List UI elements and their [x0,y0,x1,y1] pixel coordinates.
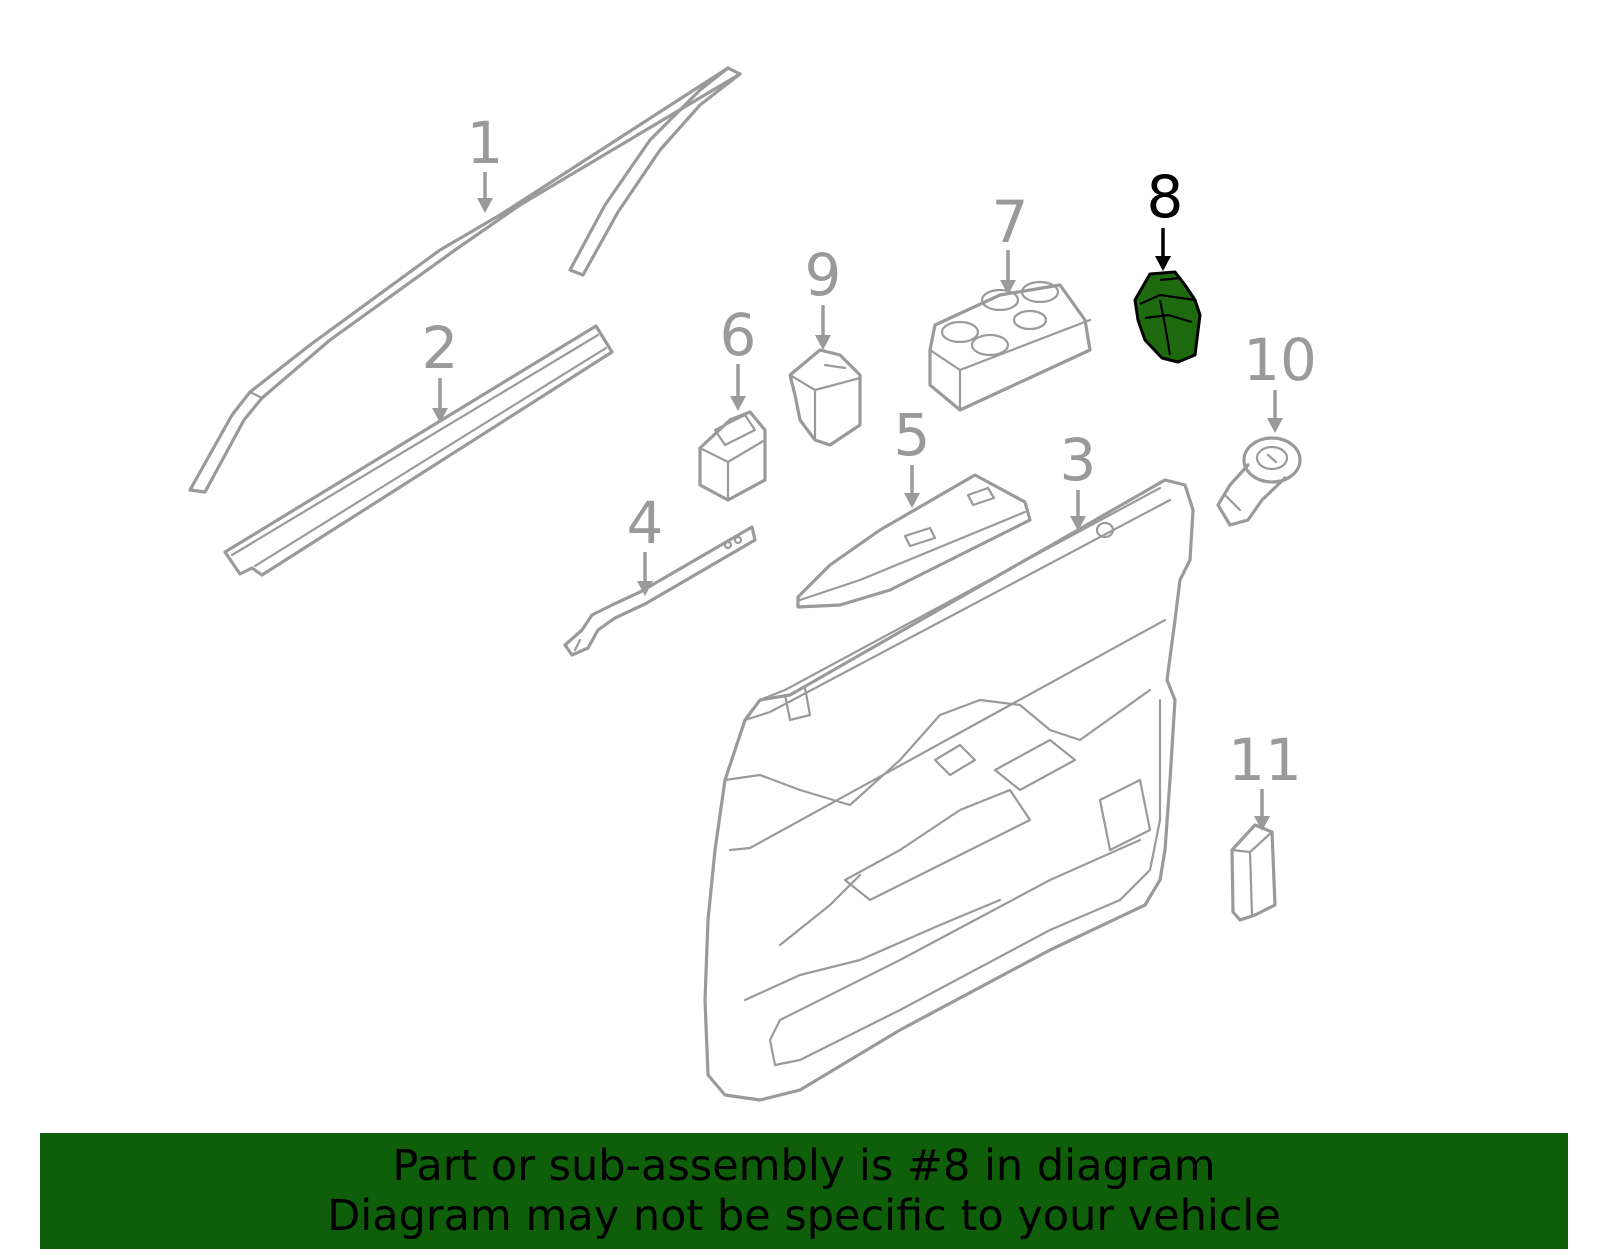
svg-text:1: 1 [467,109,504,177]
callout-4: 4 [627,489,664,596]
banner-line-1: Part or sub-assembly is #8 in diagram [392,1141,1216,1191]
info-banner: Part or sub-assembly is #8 in diagram Di… [40,1133,1568,1249]
svg-text:9: 9 [805,241,842,309]
part-4-bracket[interactable] [563,525,757,657]
callout-11: 11 [1228,726,1302,831]
svg-text:3: 3 [1060,426,1097,494]
part-11-trim-clip[interactable] [1230,823,1277,922]
svg-text:10: 10 [1243,326,1317,394]
svg-text:4: 4 [627,489,664,557]
callout-3: 3 [1060,426,1097,531]
svg-text:5: 5 [894,401,931,469]
svg-text:11: 11 [1228,726,1302,794]
part-3-door-trim-panel[interactable] [703,478,1195,1102]
svg-text:8: 8 [1147,163,1184,231]
callout-9: 9 [805,241,842,350]
callout-1: 1 [467,109,504,213]
part-8-highlighted-switch[interactable] [1133,270,1202,364]
callout-7: 7 [992,188,1029,295]
callout-2: 2 [422,314,459,423]
part-6-switch[interactable] [698,410,767,502]
part-2-belt-molding[interactable] [223,324,614,577]
svg-text:2: 2 [422,314,459,382]
svg-text:7: 7 [992,188,1029,256]
part-9-switch[interactable] [788,348,862,447]
callout-8-highlighted: 8 [1147,163,1184,271]
banner-line-2: Diagram may not be specific to your vehi… [327,1191,1281,1241]
callout-6: 6 [720,301,757,411]
svg-text:6: 6 [720,301,757,369]
part-10-lock-cylinder[interactable] [1216,436,1302,527]
part-5-armrest[interactable] [796,473,1032,609]
callout-5: 5 [894,401,931,508]
part-1-window-molding[interactable] [188,66,742,494]
part-7-master-window-switch[interactable] [928,280,1092,412]
callout-10: 10 [1243,326,1317,433]
